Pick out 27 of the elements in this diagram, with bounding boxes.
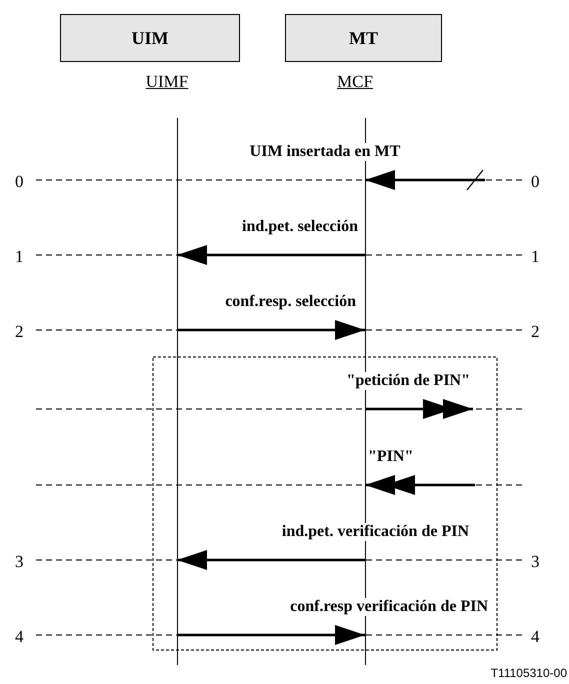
entity-name: MT (349, 28, 378, 48)
row-number: 4 (531, 628, 540, 646)
row-number: 1 (15, 248, 24, 266)
edge-label: conf.resp. selección (223, 293, 358, 311)
message-arrow (365, 399, 473, 419)
row-number: 0 (531, 173, 540, 191)
edge-label: ind.pet. verificación de PIN (280, 523, 471, 541)
edge-label: ind.pet. selección (240, 218, 360, 236)
row-number: 3 (531, 553, 540, 571)
row-number: 4 (15, 628, 24, 646)
message-arrow (177, 245, 365, 265)
message-arrow (365, 170, 485, 190)
row-number: 2 (15, 323, 24, 341)
message-arrow (177, 550, 365, 570)
row-number: 2 (531, 323, 540, 341)
row-number: 3 (15, 553, 24, 571)
function-label: MCF (337, 72, 373, 92)
entity-name: UIM (132, 28, 168, 48)
row-number: 0 (15, 173, 24, 191)
message-arrow (177, 625, 365, 645)
row-number: 1 (531, 248, 540, 266)
message-arrow (177, 320, 365, 340)
function-label: UIMF (146, 72, 188, 92)
edge-label: UIM insertada en MT (248, 143, 402, 161)
edge-label: conf.resp verificación de PIN (288, 598, 490, 616)
figure-code: T11105310-00 (490, 666, 567, 680)
message-arrow (365, 475, 475, 495)
